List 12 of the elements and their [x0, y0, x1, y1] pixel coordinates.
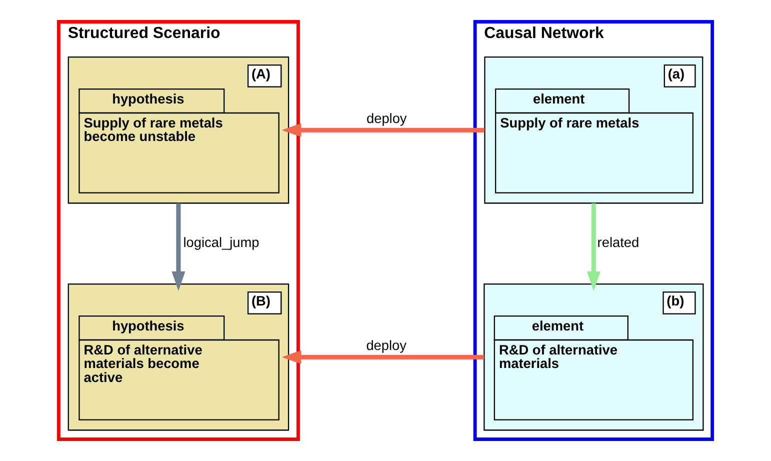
arrow [172, 203, 186, 291]
node-box: (B) hypothesis R&D of alternative materials become active [68, 284, 290, 431]
edge-label: logical_jump [183, 235, 260, 250]
edge-label: deploy [366, 110, 407, 126]
edge-label: related [597, 235, 640, 250]
node-box: (b) element R&D of alternative materials [484, 284, 704, 431]
arrow [282, 123, 484, 137]
node-box: (a) element Supply of rare metals [484, 56, 704, 204]
edge-label: deploy [366, 338, 407, 353]
node-box: (A) hypothesis Supply of rare metals become unstable [68, 56, 290, 204]
arrow [586, 203, 600, 291]
arrow [282, 350, 484, 364]
